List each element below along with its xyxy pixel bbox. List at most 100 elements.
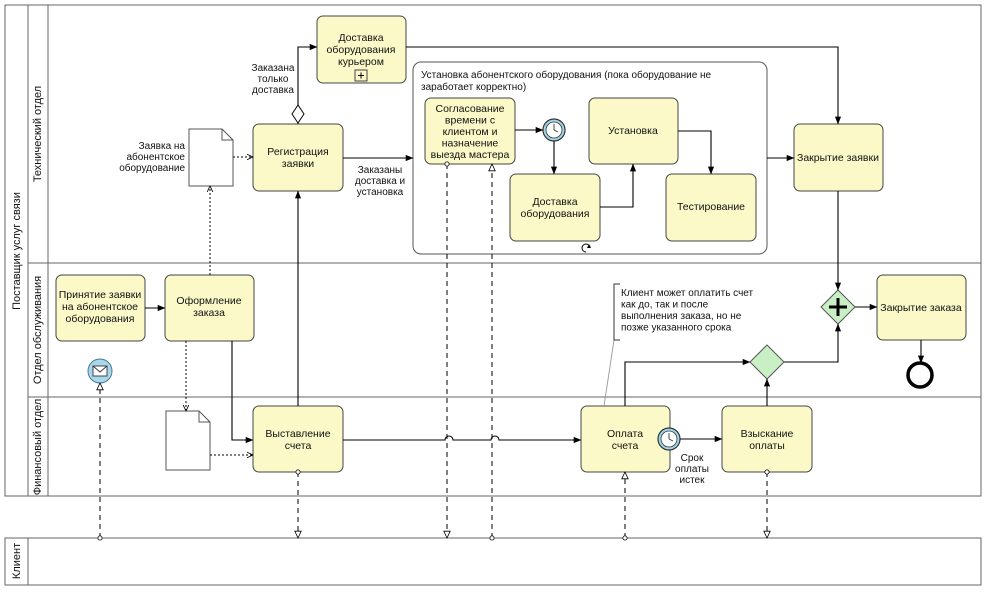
task-reg-line1: Регистрация bbox=[267, 146, 328, 158]
annotation-line1: Клиент может оплатить счет bbox=[621, 288, 754, 299]
lane-tech: Технический отдел bbox=[28, 5, 981, 496]
task-reg-line2: заявки bbox=[282, 158, 315, 170]
timer-event-payment[interactable] bbox=[657, 427, 681, 451]
task-invoice-line2: счета bbox=[285, 440, 312, 452]
message-flows bbox=[100, 164, 767, 538]
task-delivery-line2: оборудования bbox=[521, 208, 590, 220]
task-install-label: Установка bbox=[608, 125, 658, 137]
task-payment-line2: счета bbox=[612, 440, 639, 452]
annotation-line3: выполнения заказа, но не bbox=[621, 311, 742, 322]
delivery-install-line1: Заказаны bbox=[358, 165, 403, 176]
client-pool-label: Клиент bbox=[11, 543, 23, 579]
lane-finance-label: Финансовый отдел bbox=[32, 399, 44, 496]
parallel-gateway[interactable] bbox=[820, 289, 856, 325]
start-message-event[interactable] bbox=[87, 358, 113, 384]
subprocess-title-1: Установка абонентского оборудования (пок… bbox=[421, 69, 712, 81]
only-delivery-line2: только bbox=[258, 74, 289, 85]
task-order-line1: Оформление bbox=[176, 295, 241, 307]
annotation-line2: как до, так и после bbox=[621, 300, 709, 311]
task-payment-line1: Оплата bbox=[607, 428, 643, 440]
lane-tech-label: Технический отдел bbox=[32, 86, 44, 182]
doc-request-line2: абонентское bbox=[126, 151, 185, 163]
doc-request-line1: Заявка на bbox=[139, 141, 186, 152]
associations bbox=[186, 157, 615, 455]
task-collection-line2: оплаты bbox=[749, 440, 785, 452]
task-order-line2: заказа bbox=[193, 307, 225, 319]
task-agree-line2: времени с bbox=[445, 115, 495, 127]
task-testing[interactable]: Тестирование bbox=[665, 173, 757, 242]
task-agree-line4: назначение bbox=[442, 138, 499, 150]
lane-finance: Финансовый отдел bbox=[32, 399, 44, 496]
subprocess-title-2: заработает корректно) bbox=[421, 81, 526, 93]
task-collection-line1: Взыскание bbox=[741, 428, 794, 440]
clock-icon bbox=[668, 433, 674, 442]
lane-service: Отдел обслуживания bbox=[28, 276, 981, 398]
lane-service-label: Отдел обслуживания bbox=[32, 276, 44, 384]
end-event[interactable] bbox=[906, 361, 934, 389]
task-delivery-line1: Доставка bbox=[532, 196, 577, 208]
task-courier-line1: Доставка bbox=[338, 32, 383, 44]
task-agree-line1: Согласование bbox=[436, 103, 505, 115]
deadline-line1: Срок bbox=[681, 453, 704, 464]
timer-event-agree[interactable] bbox=[542, 118, 566, 142]
task-accept-line2: на абонентское bbox=[62, 301, 138, 313]
task-install[interactable]: Установка bbox=[588, 97, 679, 165]
delivery-install-line2: доставка и bbox=[355, 176, 405, 187]
sequence-flows bbox=[145, 43, 925, 444]
task-invoice-line1: Выставление bbox=[265, 428, 330, 440]
task-close-request-label: Закрытие заявки bbox=[797, 152, 879, 164]
envelope-icon bbox=[92, 365, 108, 377]
delivery-install-line3: установка bbox=[357, 187, 404, 198]
only-delivery-line1: Заказана bbox=[252, 63, 295, 74]
plus-icon bbox=[354, 69, 368, 82]
loop-icon bbox=[581, 243, 591, 253]
task-agree-line3: клиентом и bbox=[443, 126, 498, 138]
deadline-line3: истек bbox=[680, 475, 706, 486]
doc-request-line3: оборудование bbox=[119, 162, 185, 174]
task-agree-line5: выезда мастера bbox=[431, 149, 510, 161]
only-delivery-line3: доставка bbox=[252, 85, 294, 96]
task-close-order[interactable]: Закрытие заказа bbox=[876, 274, 967, 341]
task-testing-label: Тестирование bbox=[677, 201, 745, 213]
document-request-icon bbox=[188, 128, 234, 187]
annotation-line4: позже указанного срока bbox=[621, 323, 732, 334]
provider-pool-label: Поставщик услуг связи bbox=[11, 192, 23, 310]
document-invoice-icon bbox=[165, 410, 211, 471]
task-accept-line1: Принятие заявки bbox=[59, 289, 142, 301]
task-courier-line2: оборудования bbox=[327, 44, 396, 56]
deadline-line2: оплаты bbox=[675, 464, 709, 475]
clock-icon bbox=[553, 124, 559, 133]
task-accept-line3: оборудования bbox=[66, 313, 135, 325]
task-close-request[interactable]: Закрытие заявки bbox=[793, 123, 884, 192]
task-close-order-label: Закрытие заказа bbox=[880, 302, 962, 314]
